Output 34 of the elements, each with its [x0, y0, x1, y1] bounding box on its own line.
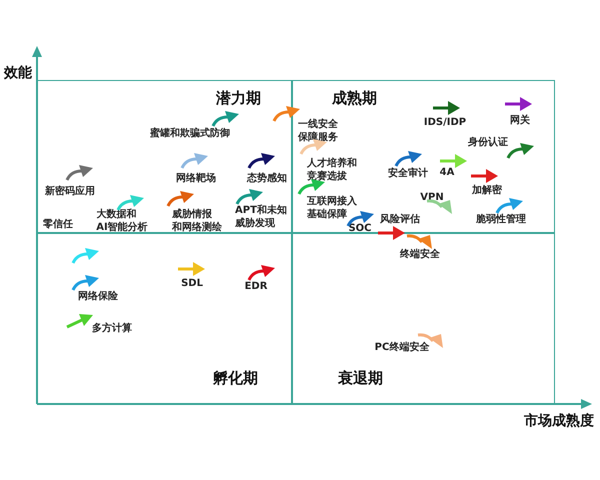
item-label: 大数据和AI智能分析 [96, 208, 148, 234]
item-label: 身份认证 [468, 136, 508, 149]
item-label: 多方计算 [92, 322, 132, 335]
item-label: 蜜罐和欺骗式防御 [150, 127, 230, 140]
quadrant-title: 衰退期 [338, 369, 383, 388]
item-label: SDL [181, 277, 203, 290]
item-label: 新密码应用 [45, 185, 95, 198]
item-label: 网络靶场 [176, 172, 216, 185]
item-label: 威胁情报和网络测绘 [172, 208, 222, 234]
item-label: IDS/IDP [424, 116, 466, 129]
quadrant-box [291, 80, 555, 234]
quadrant-title: 成熟期 [332, 89, 377, 108]
item-label: 脆弱性管理 [476, 213, 526, 226]
item-label: 态势感知 [247, 172, 287, 185]
item-label: VPN [420, 191, 444, 204]
item-label: 4A [440, 166, 454, 179]
item-label: 互联网接入基础保障 [307, 195, 357, 221]
item-label: PC终端安全 [374, 341, 430, 354]
axis-label: 效能 [4, 64, 32, 82]
item-label: 安全审计 [388, 167, 428, 180]
axis-label: 市场成熟度 [524, 412, 594, 430]
item-label: APT和未知威胁发现 [235, 204, 287, 230]
quadrant-title: 孵化期 [213, 369, 258, 388]
item-label: 零信任 [43, 218, 73, 231]
item-label: 终端安全 [400, 248, 440, 261]
quadrant-title: 潜力期 [216, 89, 261, 108]
item-label: SOC [348, 222, 372, 235]
item-label: 网关 [510, 114, 530, 127]
item-label: 人才培养和竞赛选拔 [307, 157, 357, 183]
item-label: EDR [244, 280, 268, 293]
item-label: 网络保险 [78, 290, 118, 303]
item-label: 加解密 [472, 184, 502, 197]
item-label: 风险评估 [380, 213, 420, 226]
item-label: 一线安全保障服务 [298, 118, 338, 144]
